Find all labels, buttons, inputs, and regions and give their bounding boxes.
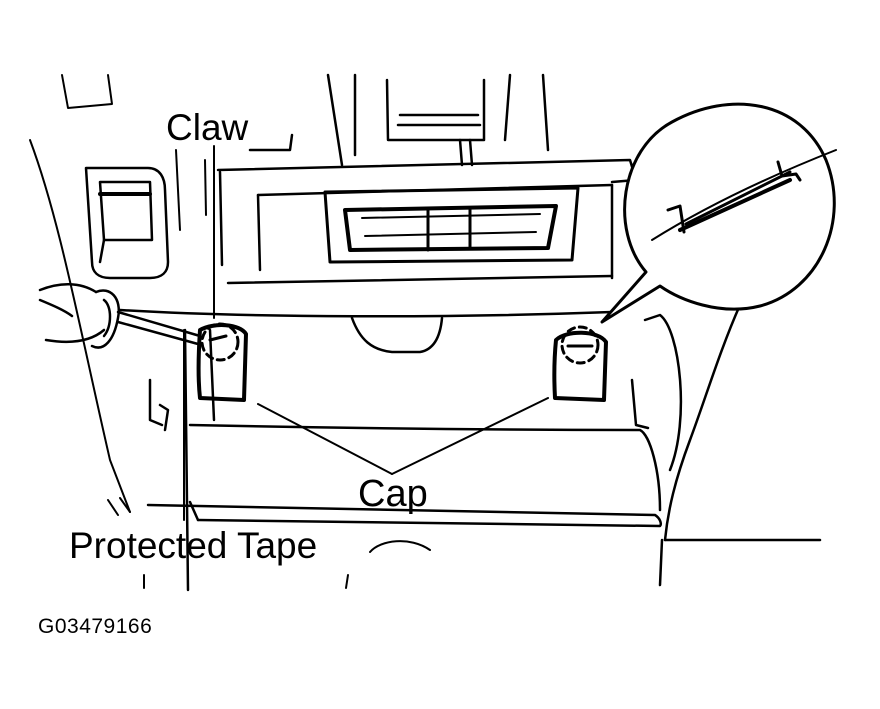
lower-fragments bbox=[107, 497, 431, 589]
protected-tape-label: Protected Tape bbox=[69, 525, 318, 566]
switch-panel bbox=[84, 166, 170, 280]
cap-label: Cap bbox=[358, 473, 428, 515]
claw-label: Claw bbox=[166, 107, 249, 148]
cap-left bbox=[196, 323, 248, 402]
lower-console-panel bbox=[118, 308, 683, 592]
right-pillar bbox=[658, 303, 822, 587]
claw-marker-left bbox=[200, 322, 240, 362]
claw-marker-right bbox=[560, 325, 600, 365]
detail-callout bbox=[600, 102, 837, 324]
claw-slot-left bbox=[208, 334, 228, 342]
center-vent bbox=[323, 186, 580, 264]
left-upper-trim bbox=[29, 74, 207, 513]
leader-lines bbox=[183, 145, 549, 521]
screwdriver bbox=[38, 283, 202, 349]
figure-code: G03479166 bbox=[38, 615, 153, 638]
cap-right bbox=[552, 330, 608, 402]
leader-cap-right bbox=[391, 397, 549, 475]
leader-cap-left bbox=[257, 403, 393, 475]
